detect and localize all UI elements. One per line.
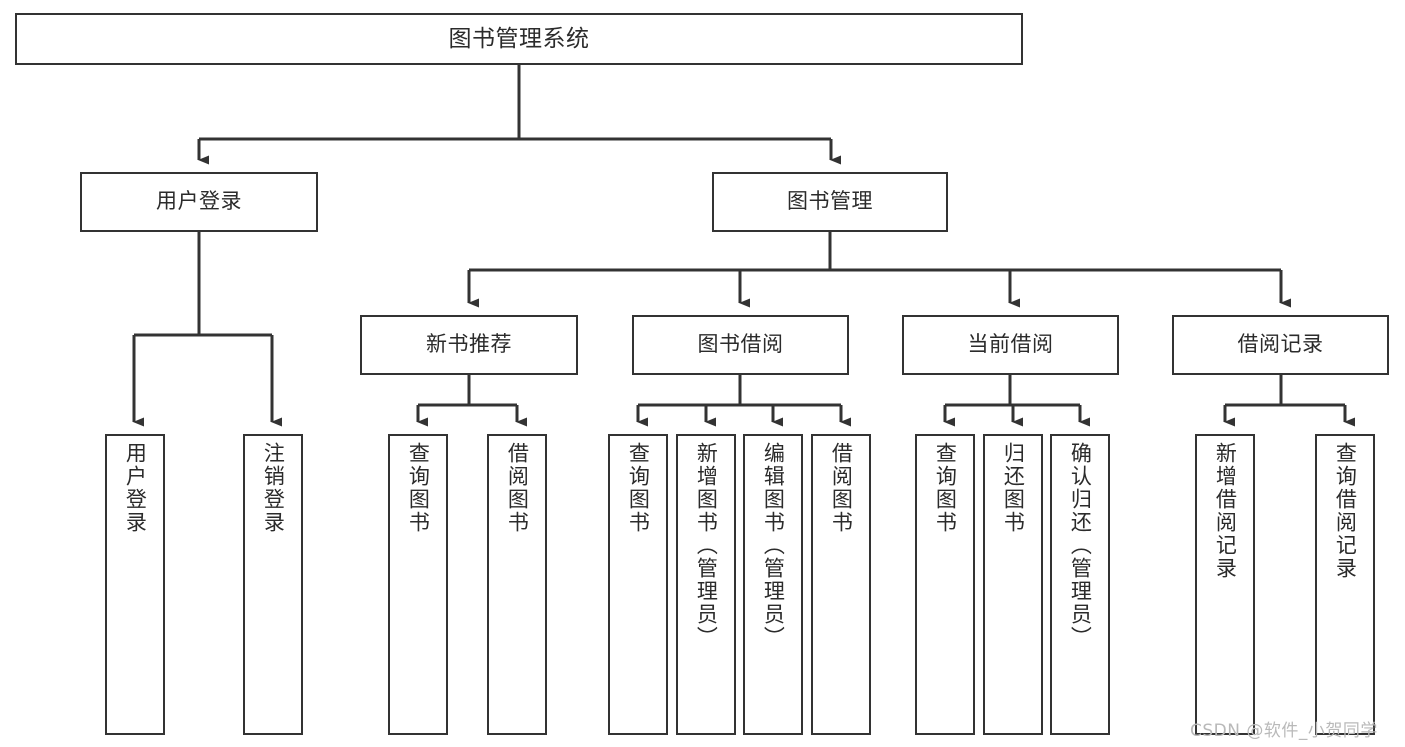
node-leaf-borrow-book-1-label: 借阅图书 <box>505 442 530 534</box>
node-current-borrow[interactable]: 当前借阅 <box>902 315 1119 375</box>
node-leaf-return-book[interactable]: 归还图书 <box>983 434 1043 735</box>
node-leaf-query-book-1[interactable]: 查询图书 <box>388 434 448 735</box>
node-leaf-user-login-label: 用户登录 <box>123 442 148 534</box>
node-leaf-add-borrow-record-label: 新增借阅记录 <box>1213 442 1238 580</box>
node-root-system-label: 图书管理系统 <box>448 25 590 52</box>
node-leaf-add-borrow-record[interactable]: 新增借阅记录 <box>1195 434 1255 735</box>
node-book-management-label: 图书管理 <box>787 189 873 214</box>
node-leaf-add-book-admin[interactable]: 新增图书（管理员） <box>676 434 736 735</box>
node-root-system[interactable]: 图书管理系统 <box>15 13 1023 65</box>
node-leaf-confirm-return-admin[interactable]: 确认归还（管理员） <box>1050 434 1110 735</box>
node-leaf-borrow-book-2-label: 借阅图书 <box>829 442 854 534</box>
node-leaf-query-book-3[interactable]: 查询图书 <box>915 434 975 735</box>
node-leaf-query-borrow-record[interactable]: 查询借阅记录 <box>1315 434 1375 735</box>
node-leaf-query-book-3-label: 查询图书 <box>933 442 958 534</box>
node-leaf-borrow-book-2[interactable]: 借阅图书 <box>811 434 871 735</box>
node-book-borrow[interactable]: 图书借阅 <box>632 315 849 375</box>
node-leaf-return-book-label: 归还图书 <box>1001 442 1026 534</box>
node-leaf-edit-book-admin[interactable]: 编辑图书（管理员） <box>743 434 803 735</box>
node-leaf-logout-login-label: 注销登录 <box>261 442 286 534</box>
node-leaf-query-book-2[interactable]: 查询图书 <box>608 434 668 735</box>
node-leaf-add-book-admin-label: 新增图书（管理员） <box>694 442 719 649</box>
node-leaf-logout-login[interactable]: 注销登录 <box>243 434 303 735</box>
node-user-login[interactable]: 用户登录 <box>80 172 318 232</box>
node-borrow-record-label: 借阅记录 <box>1237 332 1324 357</box>
node-new-book-recommend[interactable]: 新书推荐 <box>360 315 578 375</box>
node-leaf-user-login[interactable]: 用户登录 <box>105 434 165 735</box>
node-leaf-query-book-2-label: 查询图书 <box>626 442 651 534</box>
node-user-login-label: 用户登录 <box>156 189 242 214</box>
node-leaf-confirm-return-admin-label: 确认归还（管理员） <box>1068 442 1093 649</box>
node-book-management[interactable]: 图书管理 <box>712 172 948 232</box>
node-leaf-edit-book-admin-label: 编辑图书（管理员） <box>761 442 786 649</box>
node-leaf-borrow-book-1[interactable]: 借阅图书 <box>487 434 547 735</box>
node-borrow-record[interactable]: 借阅记录 <box>1172 315 1389 375</box>
node-leaf-query-book-1-label: 查询图书 <box>406 442 431 534</box>
node-book-borrow-label: 图书借阅 <box>697 332 784 357</box>
node-new-book-recommend-label: 新书推荐 <box>426 332 512 357</box>
node-current-borrow-label: 当前借阅 <box>967 332 1054 357</box>
node-leaf-query-borrow-record-label: 查询借阅记录 <box>1333 442 1358 580</box>
